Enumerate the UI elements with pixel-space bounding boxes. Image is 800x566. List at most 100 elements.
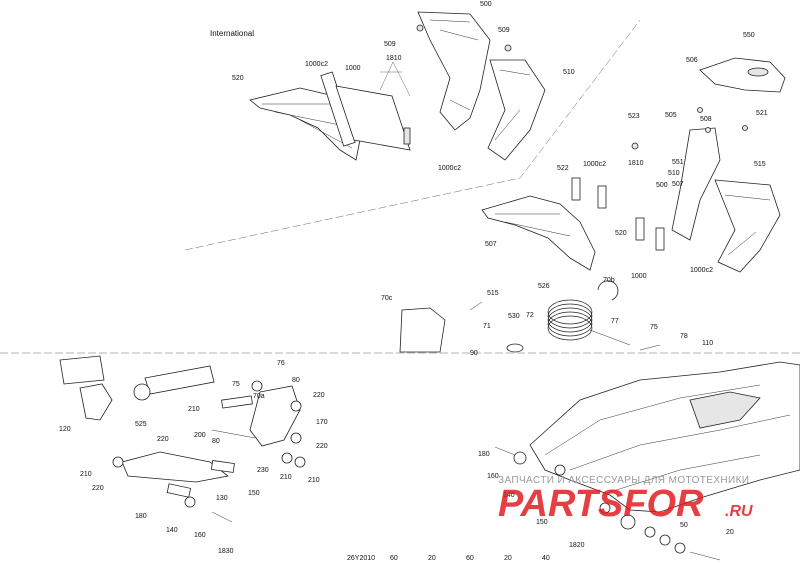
callout-label: 170 — [316, 419, 328, 426]
diagram-code: 26Y2010 — [347, 555, 375, 562]
group-top-left — [249, 11, 546, 161]
group-center-spring — [399, 280, 661, 353]
callout-label: 60 — [390, 555, 398, 562]
callout-label: 210 — [280, 474, 292, 481]
callout-label: 140 — [166, 527, 178, 534]
callout-label: 1810 — [628, 160, 644, 167]
callout-label: 1000 — [631, 273, 647, 280]
callout-label: 150 — [536, 519, 548, 526]
callout-label: 506 — [686, 57, 698, 64]
part-550-cover — [699, 57, 786, 93]
part-75-bracket — [79, 383, 113, 421]
part-510-frame-right — [714, 179, 781, 273]
callout-label: 140 — [503, 492, 515, 499]
part-200-rocker — [249, 385, 301, 447]
group-linkage — [59, 355, 306, 523]
callout-label: 72 — [526, 312, 534, 319]
callout-label: 60 — [466, 555, 474, 562]
callout-label: 70a — [253, 393, 265, 400]
callout-label: 78 — [680, 333, 688, 340]
callout-label: 20 — [428, 555, 436, 562]
callout-label: 110 — [702, 340, 713, 347]
part-70a-shock — [144, 365, 215, 395]
callout-label: 200 — [194, 432, 206, 439]
callout-label: 76 — [277, 360, 285, 367]
callout-label: 160 — [194, 532, 206, 539]
callout-label: 550 — [743, 32, 755, 39]
watermark: ЗАПЧАСТИ И АКСЕССУАРЫ ДЛЯ МОТОТЕХНИКИ PA… — [498, 475, 753, 525]
region-label: International — [210, 29, 254, 38]
callout-label: 525 — [135, 421, 147, 428]
callout-label: 509 — [498, 27, 510, 34]
callout-label: 75 — [232, 381, 240, 388]
callout-label: 1820 — [569, 542, 585, 549]
callout-label: 500 — [480, 1, 492, 8]
callout-label: 510 — [563, 69, 575, 76]
part-530-cover — [399, 307, 446, 353]
part-500-bracket — [417, 11, 491, 131]
callout-label: 515 — [754, 161, 766, 168]
callout-label: 508 — [700, 116, 712, 123]
callout-label: 526 — [538, 283, 550, 290]
callout-label: 505 — [665, 112, 677, 119]
callout-label: 507 — [485, 241, 497, 248]
callout-label: 220 — [316, 443, 328, 450]
callout-label: 1000c2 — [690, 267, 713, 274]
callout-label: 520 — [232, 75, 244, 82]
callout-label: 210 — [188, 406, 200, 413]
callout-label: 20 — [504, 555, 512, 562]
callout-label: 120 — [59, 426, 71, 433]
callout-label: 70c — [381, 295, 393, 302]
callout-label: 180 — [478, 451, 490, 458]
callout-label: 1000c2 — [583, 161, 606, 168]
callout-label: 1000 — [345, 65, 361, 72]
callout-label: 520 — [615, 230, 627, 237]
callout-label: 521 — [756, 110, 768, 117]
callout-label: 1810 — [386, 55, 402, 62]
callout-labels: 500 509 509 1000c2 1000 1810 520 510 1000c2 550 50… — [59, 1, 768, 562]
callout-label: 130 — [216, 495, 228, 502]
callout-label: 1830 — [218, 548, 234, 555]
part-510-frame — [487, 59, 546, 161]
callout-label: 50 — [680, 522, 688, 529]
callout-label: 551 — [672, 159, 684, 166]
callout-label: 180 — [135, 513, 147, 520]
callout-label: 510 — [668, 170, 680, 177]
callout-label: 220 — [92, 485, 104, 492]
callout-label: 230 — [257, 467, 269, 474]
callout-label: 220 — [157, 436, 169, 443]
callout-label: 75 — [650, 324, 658, 331]
watermark-site: .RU — [725, 503, 753, 520]
callout-label: 150 — [248, 490, 260, 497]
separator-line-diagonal — [184, 19, 641, 251]
callout-label: 160 — [487, 473, 499, 480]
callout-label: 20 — [726, 529, 734, 536]
callout-label: 507 — [672, 181, 684, 188]
callout-label: 1000c2 — [438, 165, 461, 172]
group-top-right — [481, 57, 786, 273]
part-551-frame — [671, 127, 721, 241]
callout-label: 80 — [212, 438, 220, 445]
callout-label: 509 — [384, 41, 396, 48]
callout-label: 70b — [603, 277, 615, 284]
callout-label: 522 — [557, 165, 569, 172]
callout-label: 530 — [508, 313, 520, 320]
part-130-link — [121, 451, 229, 483]
callout-label: 500 — [656, 182, 668, 189]
callout-label: 210 — [80, 471, 92, 478]
watermark-logo: PARTSFOR — [498, 483, 704, 525]
group-swingarm — [494, 361, 800, 561]
callout-label: 90 — [470, 350, 478, 357]
callout-label: 71 — [483, 323, 491, 330]
watermark-tagline: ЗАПЧАСТИ И АКСЕССУАРЫ ДЛЯ МОТОТЕХНИКИ — [498, 475, 749, 486]
callout-label: 210 — [308, 477, 320, 484]
callout-label: 80 — [292, 377, 300, 384]
callout-label: 523 — [628, 113, 640, 120]
callout-label: 220 — [313, 392, 325, 399]
callout-label: 40 — [542, 555, 550, 562]
callout-label: 77 — [611, 318, 619, 325]
part-520-cover-right — [481, 195, 596, 271]
callout-label: 515 — [487, 290, 499, 297]
